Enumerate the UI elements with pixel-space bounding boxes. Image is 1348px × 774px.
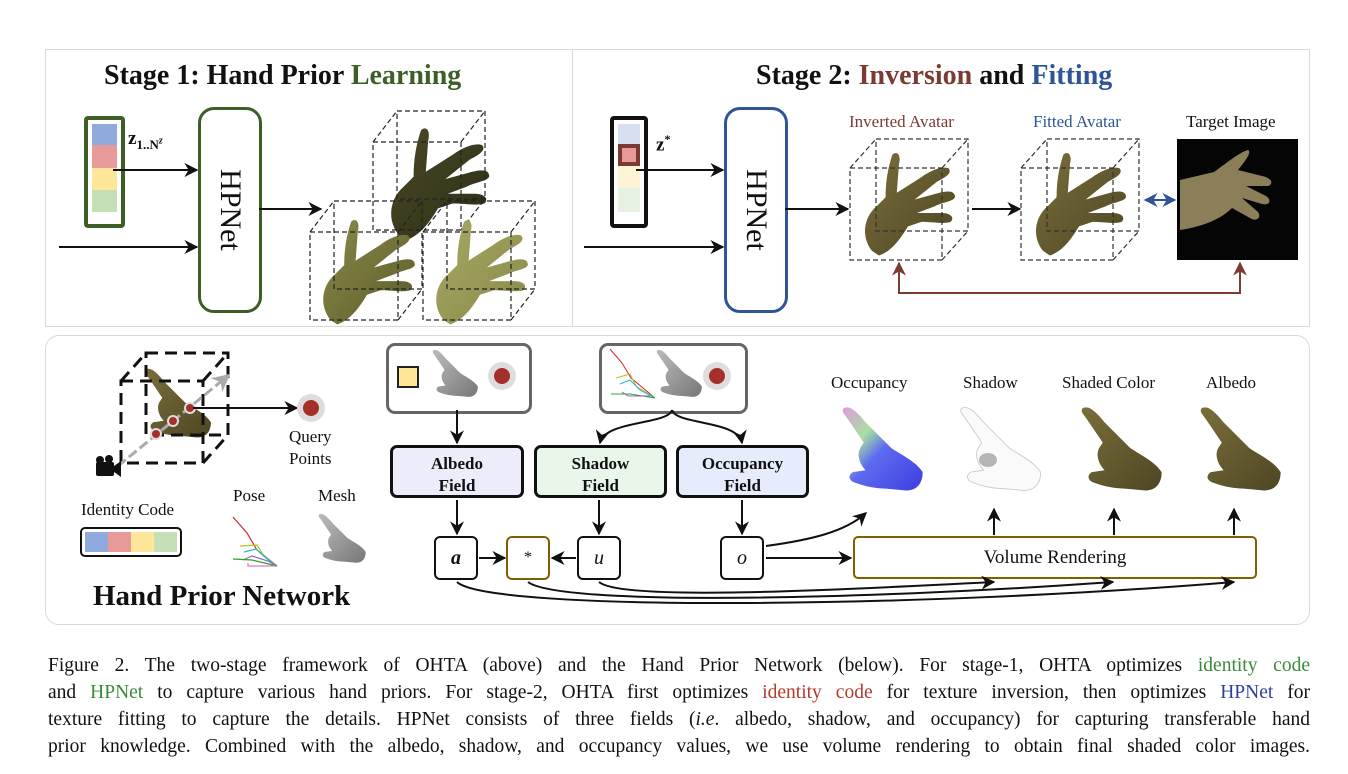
mesh-label: Mesh xyxy=(318,486,356,505)
fitted-avatar-label: Fitted Avatar xyxy=(1033,112,1121,131)
albedo-render xyxy=(1200,407,1281,491)
a-to-albedo-output-curve xyxy=(456,576,1236,605)
pose-skeleton xyxy=(232,516,278,567)
output-shadow-label: Shadow xyxy=(963,373,1018,392)
stage2-title-text: Stage 2: xyxy=(756,60,859,91)
product-operator: * xyxy=(506,536,550,580)
inverted-avatar-cube xyxy=(849,138,969,261)
caption-text: for texture inversion, then optimizes xyxy=(872,682,1221,703)
caption-text: Figure 2. The two-stage framework of OHT… xyxy=(48,655,1198,676)
volume-rendering-label: Volume Rendering xyxy=(983,547,1127,568)
occupancy-value-o: o xyxy=(720,536,764,580)
volume-rendering-block: Volume Rendering xyxy=(853,536,1257,579)
stage1-hand-cube-right xyxy=(422,200,536,325)
inverted-avatar-label: Inverted Avatar xyxy=(849,112,954,131)
shadow-render xyxy=(960,406,1042,491)
caption-text: . albedo, shadow, and occupancy) for cap… xyxy=(714,709,1310,730)
shadow-input-pose xyxy=(609,348,656,399)
stage2-title-inversion: Inversion xyxy=(858,60,973,91)
fitted-avatar-cube xyxy=(1020,138,1140,261)
mesh-hand xyxy=(318,513,366,563)
code-superscript: z xyxy=(158,135,163,147)
target-image-label: Target Image xyxy=(1186,112,1276,131)
stage1-hand-cube-top xyxy=(372,110,490,241)
stage2-code-label: z* xyxy=(656,132,670,156)
stage1-title: Stage 1: Hand Prior Learning xyxy=(104,60,461,92)
stage1-title-text: Stage 1: Hand Prior xyxy=(104,60,351,91)
o-to-occupancy-output-arrow xyxy=(765,512,868,547)
caption-highlight: HPNet xyxy=(90,682,144,703)
output-albedo-label: Albedo xyxy=(1206,373,1257,392)
caption-line: texture fitting to capture the details. … xyxy=(48,706,1310,733)
occupancy-field-line2: Field xyxy=(724,476,761,495)
stage2-title: Stage 2: Inversion and Fitting xyxy=(756,60,1112,92)
query-points-label: Query Points xyxy=(289,426,332,470)
caption-line: and HPNet to capture various hand priors… xyxy=(48,679,1310,706)
input-to-shadow-field-arrow xyxy=(595,409,673,445)
camera-icon xyxy=(96,455,121,477)
stage2-identity-code xyxy=(610,116,648,228)
hpn-title: Hand Prior Network xyxy=(93,580,351,612)
caption-text: and xyxy=(48,682,91,703)
code-symbol: z xyxy=(656,134,665,156)
stage2-title-fitting: Fitting xyxy=(1031,60,1113,91)
query-label-line1: Query xyxy=(289,427,332,446)
target-hand xyxy=(1180,150,1272,230)
shadow-input-mesh-hand xyxy=(656,349,702,397)
shadow-field-line1: Shadow xyxy=(571,454,630,473)
shadow-render-dark-spot xyxy=(979,453,997,467)
output-shaded-color-label: Shaded Color xyxy=(1062,373,1156,392)
code-superscript: * xyxy=(664,132,671,146)
albedo-field-line1: Albedo xyxy=(431,454,483,473)
caption-text: for xyxy=(1273,682,1311,703)
inversion-loss-arrow xyxy=(892,261,1247,294)
pose-label: Pose xyxy=(233,486,266,505)
figure-caption: Figure 2. The two-stage framework of OHT… xyxy=(48,652,1310,760)
product-to-shaded-output-curve xyxy=(527,575,1115,599)
caption-text: prior knowledge. Combined with the albed… xyxy=(48,736,1310,757)
caption-highlight: identity code xyxy=(1197,655,1310,676)
caption-line: prior knowledge. Combined with the albed… xyxy=(48,733,1310,760)
input-to-occupancy-field-arrow xyxy=(671,409,747,445)
albedo-input-query-point xyxy=(488,362,516,390)
caption-text: to capture various hand priors. For stag… xyxy=(143,682,763,703)
identity-code-label: Identity Code xyxy=(81,500,175,519)
albedo-field-line2: Field xyxy=(438,476,476,495)
shadow-input-query-point xyxy=(703,362,731,390)
shadow-value-u: u xyxy=(577,536,621,580)
code-symbol: z xyxy=(128,128,137,149)
albedo-value-a: a xyxy=(434,536,478,580)
stage2-title-and: and xyxy=(972,60,1032,91)
stage1-title-accent: Learning xyxy=(350,60,462,91)
code-subscript: 1..N xyxy=(136,136,159,152)
u-to-shadow-output-curve xyxy=(598,575,996,594)
stage1-identity-code xyxy=(84,116,125,228)
output-occupancy-label: Occupancy xyxy=(831,373,908,392)
albedo-input-mesh-hand xyxy=(432,349,478,397)
query-point-icon xyxy=(297,394,325,422)
identity-code-bar xyxy=(80,527,182,557)
ray-cube xyxy=(117,351,231,468)
occupancy-field-line1: Occupancy xyxy=(701,454,784,473)
shaded-color-render xyxy=(1081,407,1162,491)
stage1-code-label: z1..Nz xyxy=(128,128,163,153)
shadow-field-line2: Field xyxy=(582,476,619,495)
caption-highlight: identity code xyxy=(762,682,873,703)
caption-highlight: HPNet xyxy=(1220,682,1274,703)
caption-text: i.e xyxy=(695,709,715,730)
caption-line: Figure 2. The two-stage framework of OHT… xyxy=(48,652,1310,679)
query-label-line2: Points xyxy=(289,449,332,468)
caption-text: texture fitting to capture the details. … xyxy=(48,709,696,730)
stage1-hand-cube-left xyxy=(309,200,423,325)
occupancy-render xyxy=(842,407,923,491)
identity-code-chip xyxy=(397,366,419,388)
